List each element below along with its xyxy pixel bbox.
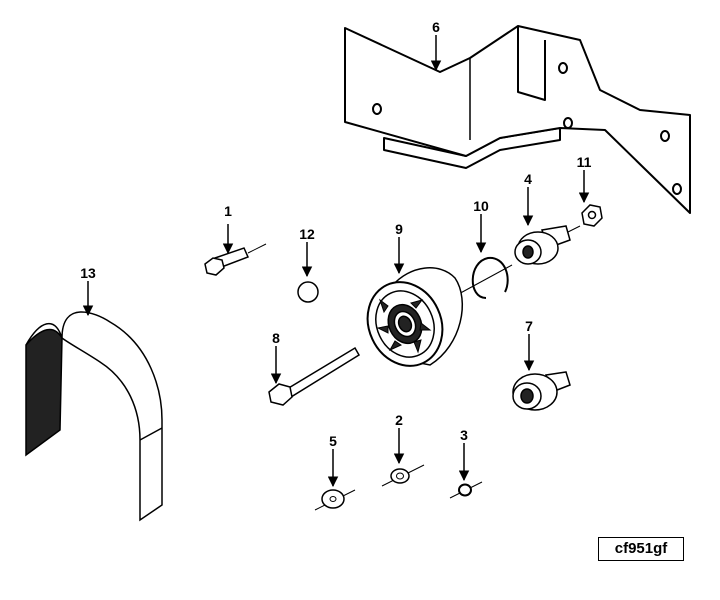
lock-washer <box>449 481 483 499</box>
flat-washer <box>314 489 356 511</box>
callout-10: 10 <box>473 198 489 214</box>
long-bolt <box>268 346 361 406</box>
callout-6: 6 <box>432 19 440 35</box>
spacer-shaft <box>514 225 581 265</box>
callout-4: 4 <box>524 171 532 187</box>
callout-3: 3 <box>460 427 468 443</box>
stub-shaft <box>512 371 571 411</box>
figure-id-label: cf951gf <box>598 537 684 561</box>
mounting-bracket <box>344 25 691 214</box>
drive-belt <box>25 311 163 522</box>
nut <box>581 204 603 227</box>
callout-12: 12 <box>299 226 315 242</box>
retaining-ring <box>471 256 509 299</box>
callout-arrows <box>82 35 590 488</box>
callout-9: 9 <box>395 221 403 237</box>
callout-11: 11 <box>577 154 592 170</box>
callout-2: 2 <box>395 412 403 428</box>
callout-1: 1 <box>224 203 232 219</box>
callout-8: 8 <box>272 330 280 346</box>
washer-2 <box>381 464 425 487</box>
bolt-1 <box>204 243 267 276</box>
callout-13: 13 <box>80 265 96 281</box>
ball <box>297 281 319 303</box>
callout-7: 7 <box>525 318 533 334</box>
idler-pulley <box>366 264 513 367</box>
callout-5: 5 <box>329 433 337 449</box>
